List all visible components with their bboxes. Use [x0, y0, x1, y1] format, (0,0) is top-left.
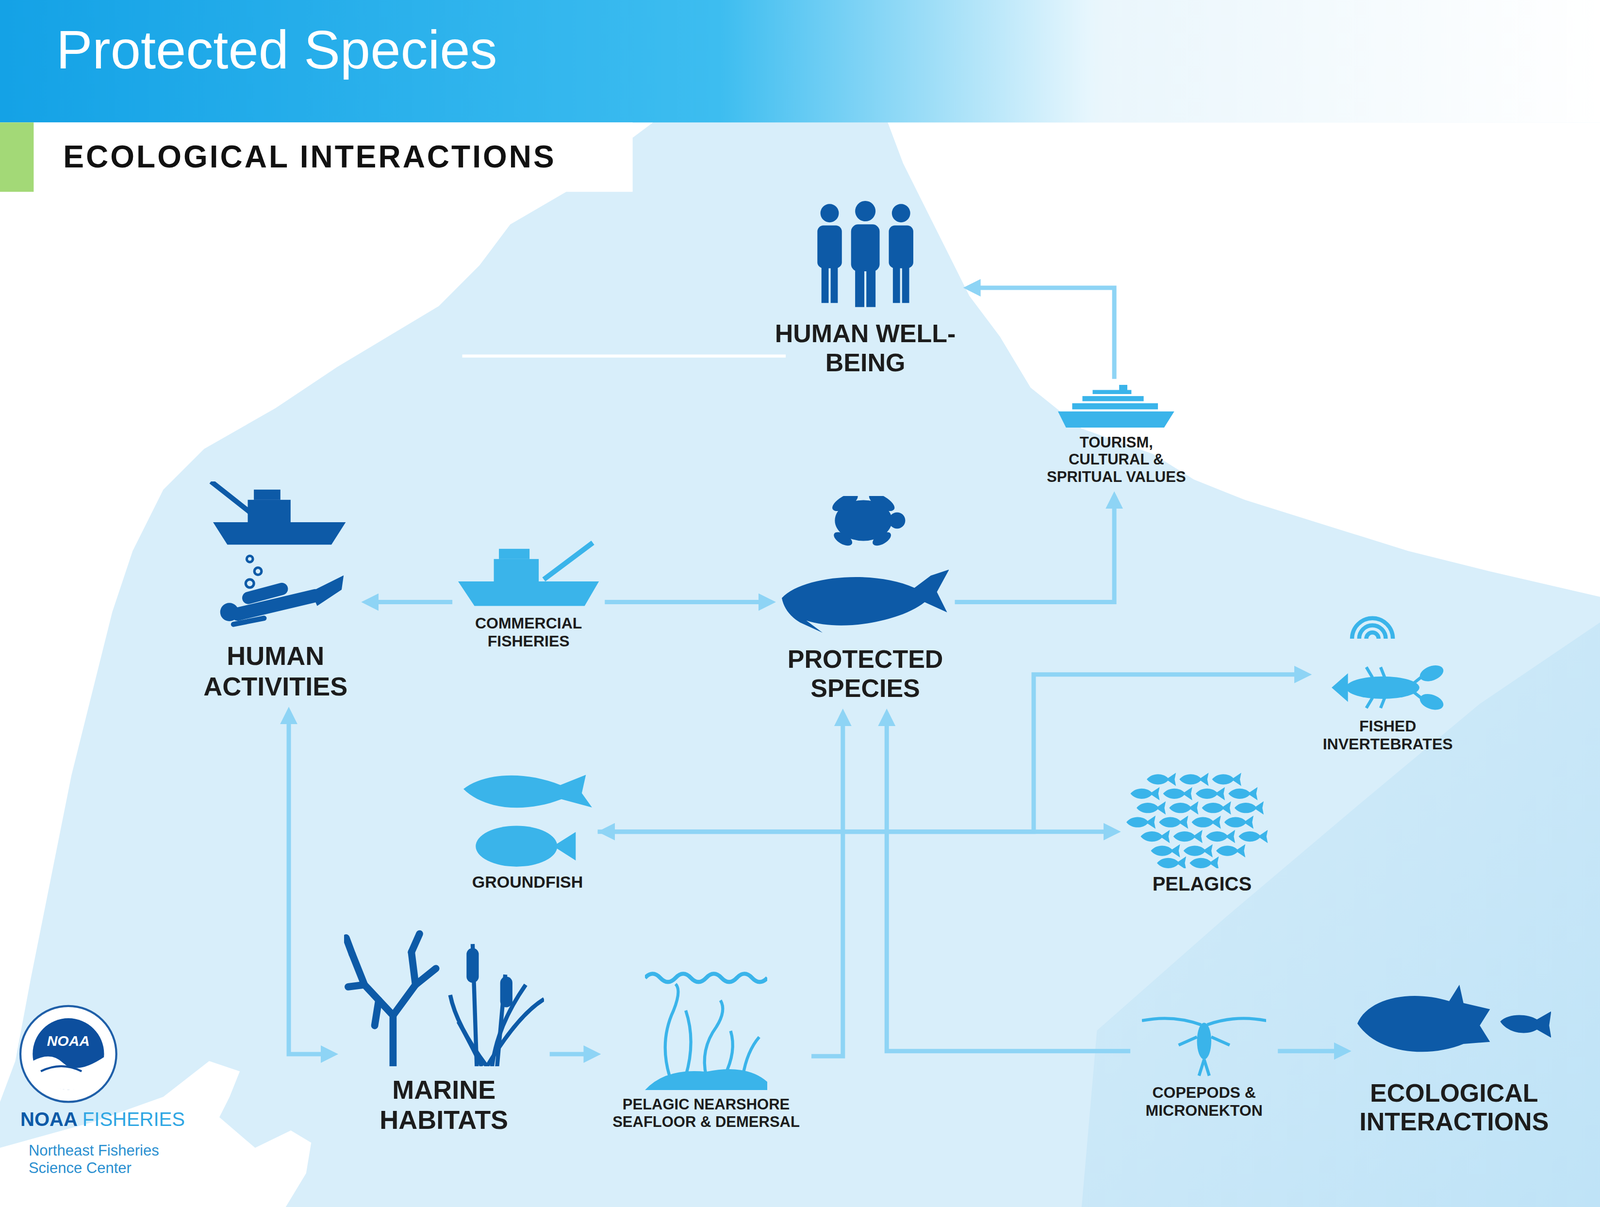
node-icon: [1141, 1010, 1267, 1078]
subtitle: ECOLOGICAL INTERACTIONS: [63, 138, 556, 175]
diagram-node: TOURISM, CULTURAL & SPRITUAL VALUES: [1038, 381, 1195, 489]
diagram-node: PELAGICS: [1123, 767, 1281, 898]
node-label: PELAGIC NEARSHORE SEAFLOOR & DEMERSAL: [606, 1095, 806, 1131]
brand-name: FISHERIES: [82, 1108, 185, 1130]
node-label: PELAGICS: [1152, 872, 1252, 895]
coast-land: [0, 122, 654, 1102]
node-icon: [1357, 984, 1552, 1058]
node-icon: [344, 923, 545, 1067]
flow-arrow: [368, 599, 453, 605]
node-label: COMMERCIAL FISHERIES: [465, 614, 592, 651]
diagram-node: ECOLOGICAL INTERACTIONS: [1353, 981, 1554, 1140]
node-label: TOURISM, CULTURAL & SPRITUAL VALUES: [1040, 433, 1192, 486]
diagram-node: HUMAN WELL-BEING: [770, 197, 961, 381]
map-line: [1234, 268, 1600, 272]
accent-block: [0, 122, 34, 192]
peninsula-land: [887, 122, 1600, 597]
diagram-node: COPEPODS & MICRONEKTON: [1133, 1007, 1275, 1123]
flow-arrow: [811, 715, 843, 1056]
flow-arrow: [1277, 1048, 1345, 1054]
node-label: MARINE HABITATS: [363, 1074, 525, 1135]
node-icon: [463, 770, 593, 869]
node-label: COPEPODS & MICRONEKTON: [1136, 1083, 1272, 1120]
diagram-node: COMMERCIAL FISHERIES: [455, 537, 602, 653]
brand-name: NOAA: [20, 1108, 78, 1130]
node-label: GROUNDFISH: [472, 872, 584, 892]
map-line: [462, 354, 787, 358]
node-label: ECOLOGICAL INTERACTIONS: [1356, 1078, 1551, 1138]
node-icon: [814, 200, 917, 308]
flow-arrow: [970, 287, 1115, 380]
brand-line: NOAAFISHERIES: [20, 1108, 185, 1131]
node-label: FISHED INVERTEBRATES: [1317, 717, 1459, 754]
flow-arrow: [549, 1052, 594, 1057]
deep-water: [1081, 622, 1600, 1207]
logo-text: NOAA: [47, 1032, 90, 1050]
node-icon: [781, 495, 950, 633]
diagram-node: HUMAN ACTIVITIES: [192, 478, 359, 704]
node-icon: [1331, 610, 1444, 714]
diagram-node: PROTECTED SPECIES: [778, 493, 953, 707]
node-label: PROTECTED SPECIES: [781, 644, 950, 704]
center-name: Northeast Fisheries Science Center: [28, 1141, 189, 1177]
header-bar: [0, 0, 1600, 123]
diagram-node: GROUNDFISH: [460, 767, 595, 895]
flow-arrow: [597, 674, 1305, 832]
flow-arrow: [886, 715, 1131, 1051]
node-icon: [458, 540, 599, 607]
node-label: HUMAN ACTIVITIES: [195, 640, 356, 701]
diagram-node: FISHED INVERTEBRATES: [1314, 607, 1462, 756]
node-icon: [1057, 384, 1175, 428]
node-icon: [644, 969, 768, 1090]
node-label: HUMAN WELL-BEING: [773, 319, 958, 378]
flow-arrow: [604, 599, 769, 605]
flow-arrow: [288, 713, 332, 1055]
node-icon: [202, 481, 348, 633]
node-icon: [1126, 770, 1278, 869]
page-title: Protected Species: [56, 18, 498, 82]
diagram-node: PELAGIC NEARSHORE SEAFLOOR & DEMERSAL: [603, 966, 809, 1134]
flow-arrow: [955, 498, 1115, 603]
diagram-node: MARINE HABITATS: [341, 920, 547, 1138]
noaa-logo: [20, 1006, 117, 1103]
subtitle-band: [0, 122, 633, 192]
